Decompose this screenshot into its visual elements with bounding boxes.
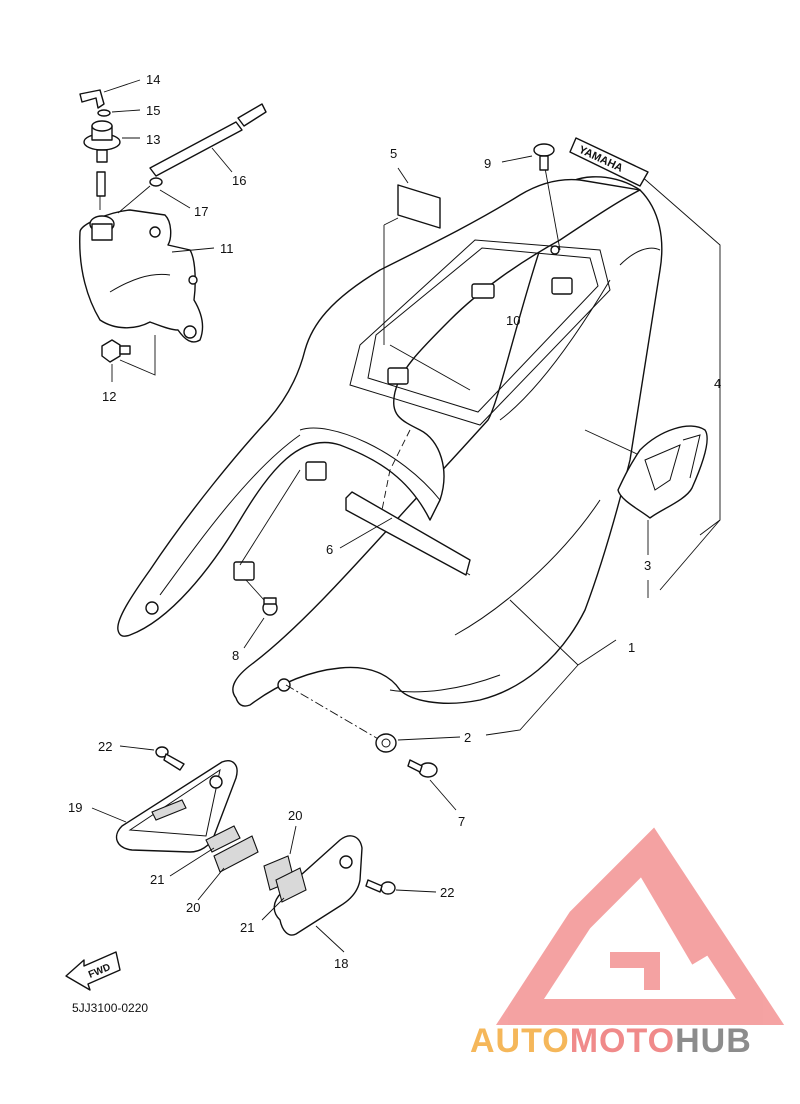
automotohub-logo-icon xyxy=(496,827,785,1025)
cowl-brackets xyxy=(145,245,573,692)
callout-3: 3 xyxy=(644,558,651,573)
callout-22-left: 22 xyxy=(98,739,112,754)
callout-8: 8 xyxy=(232,648,239,663)
callout-5: 5 xyxy=(390,146,397,161)
part-7-screw xyxy=(407,759,457,811)
assembly-lines xyxy=(99,167,721,741)
fwd-arrow-icon: FWD xyxy=(65,951,121,991)
callout-21-left: 21 xyxy=(150,872,164,887)
callout-20-right: 20 xyxy=(288,808,302,823)
callout-4: 4 xyxy=(714,376,721,391)
drawing-code: 5JJ3100-0220 xyxy=(72,1001,148,1015)
callout-22-right: 22 xyxy=(440,885,454,900)
callout-10: 10 xyxy=(506,313,520,328)
callout-16: 16 xyxy=(232,173,246,188)
callout-21-right: 21 xyxy=(240,920,254,935)
part-2-grommet xyxy=(375,733,461,753)
svg-text:AUTOMOTOHUB: AUTOMOTOHUB xyxy=(470,1022,752,1060)
callout-numbers: 1 2 3 4 5 6 7 8 9 10 11 12 13 14 15 16 1… xyxy=(68,72,721,971)
callout-18: 18 xyxy=(334,956,348,971)
pads-left xyxy=(169,825,259,901)
pads-right xyxy=(261,825,307,921)
brand-moto: MOTO xyxy=(570,1022,675,1060)
part-14-elbow xyxy=(79,79,141,109)
brand-hub: HUB xyxy=(675,1022,752,1060)
part-8-bolt xyxy=(243,597,278,649)
callout-14: 14 xyxy=(146,72,160,87)
automotohub-wordmark: AUTOMOTOHUB xyxy=(470,1022,752,1060)
part-6-strip xyxy=(345,491,471,576)
part-22-screw-right xyxy=(365,879,437,895)
leader-5 xyxy=(397,167,409,184)
callout-15: 15 xyxy=(146,103,160,118)
callout-1: 1 xyxy=(628,640,635,655)
callout-11: 11 xyxy=(220,241,234,256)
callout-17: 17 xyxy=(194,204,208,219)
part-9-screw xyxy=(501,143,555,171)
callout-7: 7 xyxy=(458,814,465,829)
part-22-screw-left xyxy=(119,745,185,771)
callout-20-left: 20 xyxy=(186,900,200,915)
part-17-clamp xyxy=(117,177,191,214)
part-15-clip xyxy=(97,109,141,117)
callout-13: 13 xyxy=(146,132,160,147)
r1-emblem xyxy=(617,425,708,519)
callout-19: 19 xyxy=(68,800,82,815)
part-12-bolt xyxy=(101,339,131,382)
brand-auto: AUTO xyxy=(470,1022,570,1060)
callout-2: 2 xyxy=(464,730,471,745)
part-19-side-cover xyxy=(91,760,238,853)
part-11-tank xyxy=(79,209,215,343)
callout-12: 12 xyxy=(102,389,116,404)
seat-cowl xyxy=(117,176,663,707)
part-5-plate xyxy=(397,184,441,229)
part-13-cap xyxy=(83,120,140,197)
callout-9: 9 xyxy=(484,156,491,171)
leader-6 xyxy=(339,517,393,549)
callout-6: 6 xyxy=(326,542,333,557)
part-16-hose xyxy=(149,103,267,177)
part-18-side-cover xyxy=(273,835,363,953)
